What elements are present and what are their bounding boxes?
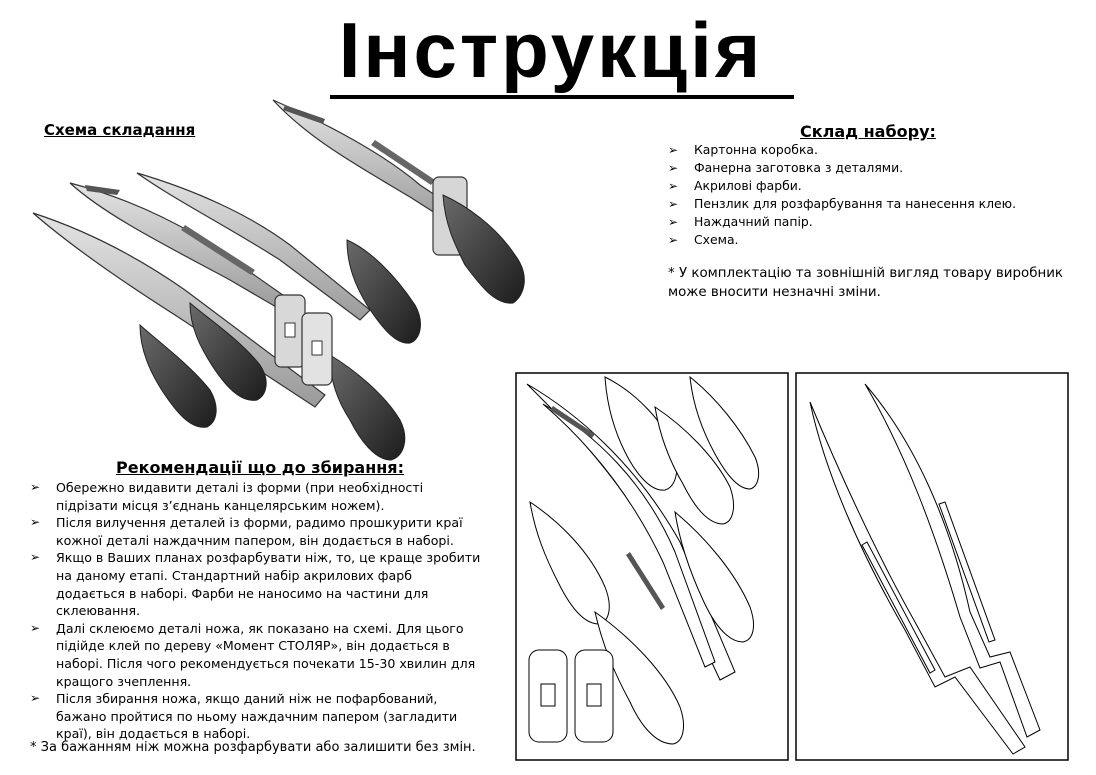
page-title: Інструкція bbox=[338, 6, 764, 94]
knife-guard-part-1 bbox=[274, 294, 306, 368]
list-item: ➢Після вилучення деталей із форми, радим… bbox=[30, 515, 463, 548]
sheet-handle-part bbox=[654, 405, 734, 525]
arrow-bullet-icon: ➢ bbox=[668, 161, 679, 175]
list-item: ➢Акрилові фарби. bbox=[668, 178, 802, 193]
arrow-bullet-icon: ➢ bbox=[30, 691, 41, 706]
sheet-handle-part bbox=[604, 376, 678, 491]
arrow-bullet-icon: ➢ bbox=[668, 179, 679, 193]
list-item: ➢Наждачний папір. bbox=[668, 214, 813, 229]
plywood-sheet-blades bbox=[795, 372, 1069, 761]
arrow-bullet-icon: ➢ bbox=[30, 515, 41, 530]
knife-part-blade-4 bbox=[272, 99, 466, 228]
list-item: ➢Після збирання ножа, якщо даний ніж не … bbox=[30, 691, 458, 742]
sheet-blade-part bbox=[542, 403, 716, 668]
knife-handle-assembled bbox=[432, 176, 525, 304]
recommendations-list: ➢Обережно видавити деталі із форми (при … bbox=[30, 479, 485, 743]
arrow-bullet-icon: ➢ bbox=[668, 215, 679, 229]
recommendations-heading: Рекомендації що до збирання: bbox=[116, 458, 404, 477]
list-item: ➢Обережно видавити деталі із форми (при … bbox=[30, 480, 424, 513]
knife-guard-part-2 bbox=[301, 312, 333, 386]
sheet-handle-part bbox=[674, 510, 754, 643]
sheet-handle-part bbox=[594, 610, 684, 745]
list-item: ➢Пензлик для розфарбування та нанесення … bbox=[668, 196, 1017, 211]
sheet-blade-outline bbox=[864, 383, 1041, 738]
assembly-scheme-heading: Схема складання bbox=[44, 121, 196, 139]
arrow-bullet-icon: ➢ bbox=[30, 620, 41, 635]
list-item: ➢Якщо в Ваших планах розфарбувати ніж, т… bbox=[30, 550, 481, 619]
kit-contents-heading: Склад набору: bbox=[800, 122, 936, 141]
arrow-bullet-icon: ➢ bbox=[30, 480, 41, 494]
list-item: ➢Картонна коробка. bbox=[668, 142, 818, 157]
knife-handle-part-1 bbox=[346, 239, 421, 344]
knife-handle-part-4 bbox=[329, 354, 406, 461]
kit-contents-list: ➢Картонна коробка. ➢Фанерна заготовка з … bbox=[668, 141, 1016, 249]
arrow-bullet-icon: ➢ bbox=[30, 550, 41, 565]
plywood-sheet-parts bbox=[515, 372, 789, 761]
title-underline bbox=[330, 95, 794, 99]
kit-note: * У комплектацію та зовнішній вигляд тов… bbox=[668, 266, 1064, 300]
knife-handle-part-3 bbox=[139, 323, 217, 428]
arrow-bullet-icon: ➢ bbox=[668, 233, 679, 247]
assembly-diagram bbox=[32, 99, 525, 461]
arrow-bullet-icon: ➢ bbox=[668, 143, 679, 157]
knife-handle-part-2 bbox=[189, 301, 267, 401]
footnote: * За бажанням ніж можна розфарбувати або… bbox=[30, 740, 476, 755]
sheet-handle-part bbox=[689, 375, 760, 490]
list-item: ➢Схема. bbox=[668, 232, 739, 247]
arrow-bullet-icon: ➢ bbox=[668, 197, 679, 211]
list-item: ➢Далі склеюємо деталі ножа, як показано … bbox=[30, 620, 476, 689]
sheet-blade-outline bbox=[809, 401, 1026, 755]
list-item: ➢Фанерна заготовка з деталями. bbox=[668, 160, 904, 175]
